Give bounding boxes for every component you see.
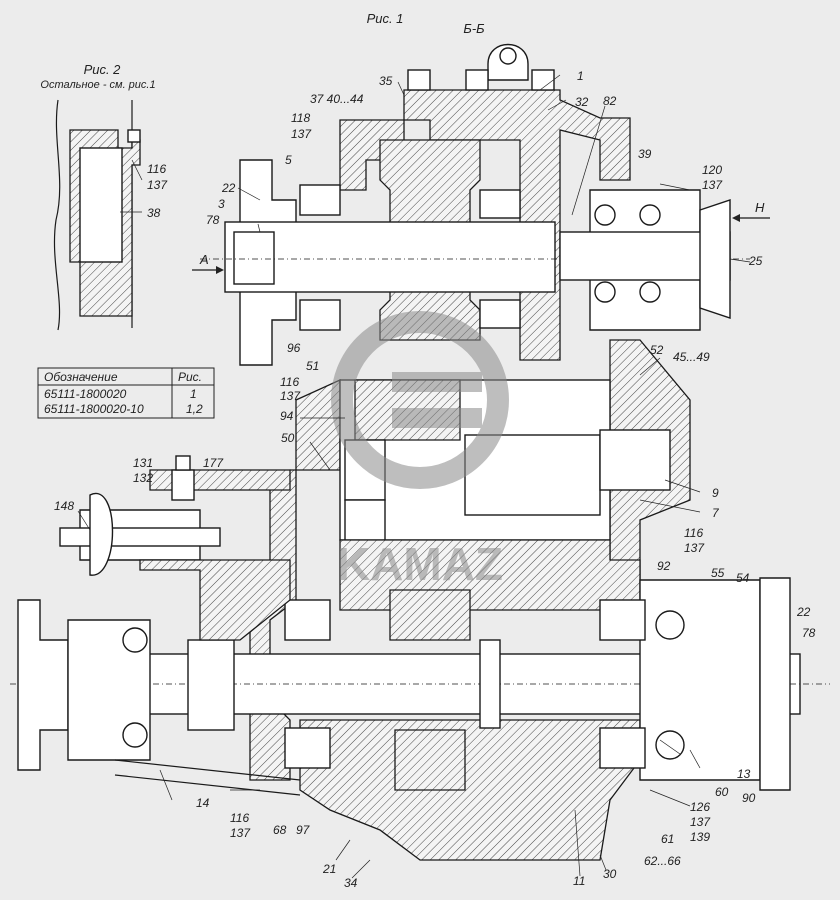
callout-label: 116 xyxy=(684,526,703,540)
callout-label: 137 xyxy=(702,178,723,192)
callout-label: 137 xyxy=(147,178,168,192)
main-section-view xyxy=(10,43,830,861)
callout-label: 30 xyxy=(603,867,617,881)
table-header-designation: Обозначение xyxy=(44,370,118,384)
callout-label: 37 40...44 xyxy=(310,92,364,106)
callout-label: 3 xyxy=(218,197,225,211)
arrow-a-label: A xyxy=(199,252,209,267)
callout-label: 13 xyxy=(737,767,751,781)
callout-label: 92 xyxy=(657,559,671,573)
callout-label: 132 xyxy=(133,471,153,485)
callout-label: 97 xyxy=(296,823,311,837)
table-cell: 65111-1800020 xyxy=(44,387,127,401)
callout-label: 60 xyxy=(715,785,729,799)
callout-label: 38 xyxy=(147,206,161,220)
callout-label: 5 xyxy=(285,153,292,167)
callout-label: 22 xyxy=(221,181,236,195)
kamaz-watermark: KAMAZ xyxy=(331,311,509,590)
callout-label: 35 xyxy=(379,74,393,88)
callout-label: 1 xyxy=(577,69,584,83)
callout-label: 137 xyxy=(291,127,312,141)
section-title: Б-Б xyxy=(463,21,485,36)
callout-label: 94 xyxy=(280,409,294,423)
arrow-h-label: H xyxy=(755,200,765,215)
callout-label: 62...66 xyxy=(644,854,681,868)
callout-label: 61 xyxy=(661,832,674,846)
designation-table: Обозначение Рис. 65111-1800020 1 65111-1… xyxy=(37,367,215,419)
callout-label: 68 xyxy=(273,823,287,837)
callout-label: 21 xyxy=(322,862,336,876)
figure-2-note: Остальное - см. рис.1 xyxy=(40,79,155,91)
callout-label: 82 xyxy=(603,94,617,108)
table-header-figure: Рис. xyxy=(178,370,202,384)
callout-label: 34 xyxy=(344,876,358,890)
table-cell: 1,2 xyxy=(186,402,203,416)
callout-label: 14 xyxy=(196,796,210,810)
callout-label: 7 xyxy=(712,506,720,520)
callout-label: 116 xyxy=(230,811,249,825)
callout-label: 118 xyxy=(291,111,310,125)
callout-label: 51 xyxy=(306,359,319,373)
callout-label: 39 xyxy=(638,147,652,161)
callout-label: 96 xyxy=(287,341,301,355)
callout-label: 25 xyxy=(748,254,763,268)
figure-2-title: Рис. 2 xyxy=(84,62,122,77)
direction-arrow-a: A xyxy=(192,252,224,274)
callout-label: 148 xyxy=(54,499,74,513)
figure-2-inset xyxy=(53,99,141,331)
callout-label: 137 xyxy=(280,389,301,403)
figure-1-title: Рис. 1 xyxy=(367,11,404,26)
callout-label: 137 xyxy=(690,815,711,829)
callout-label: 55 xyxy=(711,566,725,580)
callout-label: 9 xyxy=(712,486,719,500)
callout-label: 126 xyxy=(690,800,710,814)
callout-label: 52 xyxy=(650,343,664,357)
callout-label: 131 xyxy=(133,456,153,470)
callout-label: 54 xyxy=(736,571,750,585)
callout-label: 137 xyxy=(230,826,251,840)
callout-label: 78 xyxy=(206,213,220,227)
watermark-text: KAMAZ xyxy=(337,538,503,590)
callout-label: 120 xyxy=(702,163,722,177)
callout-label: 139 xyxy=(690,830,710,844)
direction-arrow-h: H xyxy=(732,200,770,222)
leader-lines xyxy=(77,74,751,879)
callout-label: 32 xyxy=(575,95,589,109)
callout-label: 137 xyxy=(684,541,705,555)
table-cell: 1 xyxy=(190,387,197,401)
callout-label: 11 xyxy=(573,874,585,888)
callout-label: 50 xyxy=(281,431,295,445)
callout-labels: 35 1 32 37 40...44 82 118 137 5 39 120 1… xyxy=(54,69,816,890)
table-cell: 65111-1800020-10 xyxy=(44,402,144,416)
callout-label: 116 xyxy=(280,375,299,389)
callout-label: 45...49 xyxy=(673,350,710,364)
callout-label: 116 xyxy=(147,162,166,176)
callout-label: 22 xyxy=(796,605,811,619)
callout-label: 90 xyxy=(742,791,756,805)
callout-label: 78 xyxy=(802,626,816,640)
callout-label: 177 xyxy=(203,456,224,470)
